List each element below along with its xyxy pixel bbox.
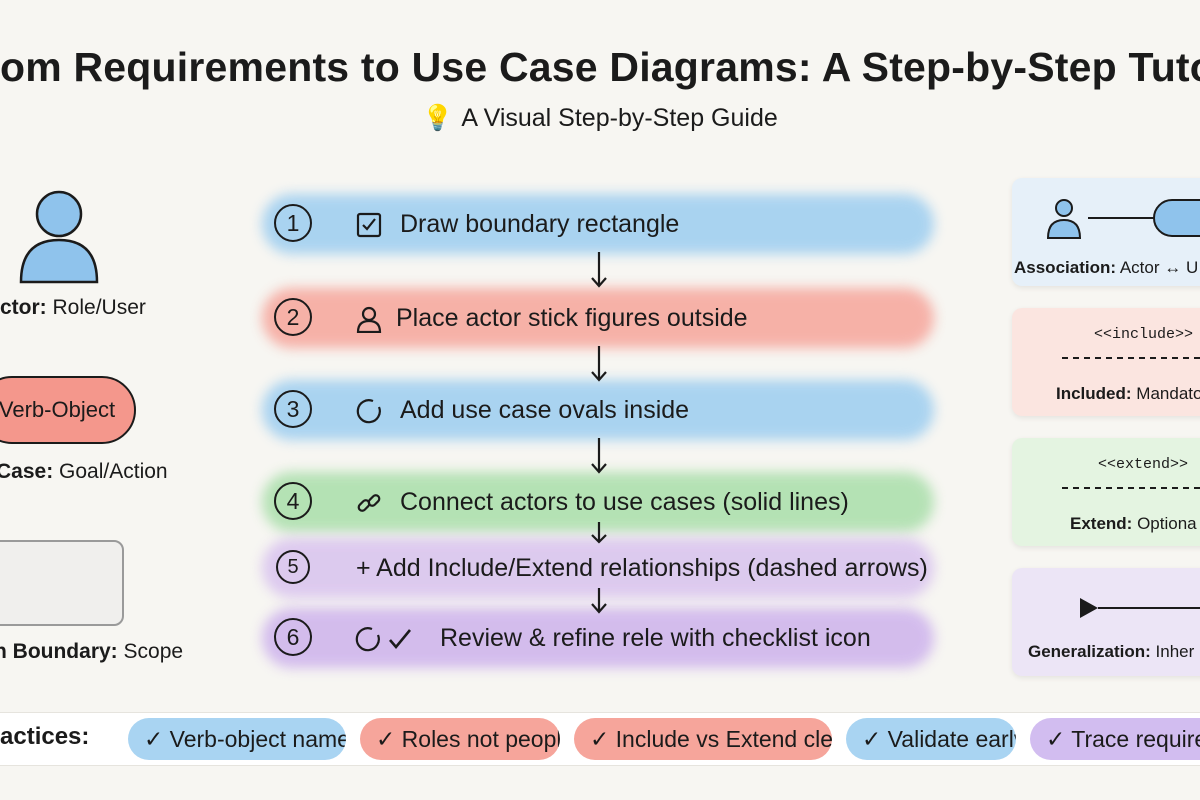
subtitle-text: A Visual Step-by-Step Guide	[461, 104, 778, 132]
legend-actor-label: ctor:	[0, 296, 47, 319]
generalization-label-term: Generalization:	[1028, 642, 1151, 661]
dashed-arrow-icon	[1062, 357, 1200, 359]
step-3: 3 Add use case ovals inside	[262, 380, 934, 440]
best-practice-pill: ✓ Validate early	[846, 718, 1016, 760]
step-1: 1 Draw boundary rectangle	[262, 194, 934, 254]
association-diagram	[1046, 199, 1200, 239]
link-icon	[354, 488, 384, 518]
include-label-term: Included:	[1056, 384, 1132, 403]
step-5-number: 5	[276, 550, 310, 584]
legend-use-case-label: Case:	[0, 460, 54, 483]
best-practice-pill: ✓ Verb-object names	[128, 718, 346, 760]
page-subtitle: 💡A Visual Step-by-Step Guide	[0, 104, 1200, 133]
step-5: 5 + Add Include/Extend relationships (da…	[262, 538, 934, 598]
step-4-text: Connect actors to use cases (solid lines…	[400, 487, 849, 516]
extend-label: Extend: Optiona	[1070, 514, 1200, 534]
step-2-text: Place actor stick figures outside	[396, 303, 748, 332]
legend-actor-caption: ctor: Role/User	[0, 296, 146, 320]
include-stereotype: <<include>>	[1094, 326, 1194, 343]
step-4-number: 4	[274, 482, 312, 520]
step-1-highlight	[262, 194, 934, 254]
generalization-label: Generalization: Inher	[1028, 642, 1200, 662]
arrow-down-icon	[591, 252, 607, 288]
extend-stereotype: <<extend>>	[1098, 456, 1189, 473]
page-title: om Requirements to Use Case Diagrams: A …	[0, 44, 1200, 90]
step-3-highlight	[262, 380, 934, 440]
step-6-highlight	[262, 608, 934, 668]
step-4: 4 Connect actors to use cases (solid lin…	[262, 472, 934, 532]
generalization-card: Generalization: Inher	[1012, 568, 1200, 676]
legend-use-case-caption: Case: Goal/Action	[0, 460, 168, 484]
legend-actor-desc: Role/User	[52, 296, 146, 319]
best-practice-pill: ✓ Include vs Extend clear	[574, 718, 832, 760]
legend-boundary-caption: n Boundary: Scope	[0, 640, 183, 664]
legend-boundary-rect	[0, 540, 124, 626]
association-label-desc: Actor ↔ U	[1119, 258, 1199, 277]
legend-use-case-text: Verb-Object	[0, 397, 116, 422]
best-practices-label: t Practices:	[0, 723, 90, 750]
step-6: 6 Review & refine rele with checklist ic…	[262, 608, 934, 668]
dashed-arrow-icon	[1062, 487, 1200, 489]
circle-icon	[354, 396, 384, 426]
best-practices-bar: t Practices: ✓ Verb-object names ✓ Roles…	[0, 712, 1200, 766]
include-card: <<include>> Included: Mandato	[1012, 308, 1200, 416]
legend-use-case-oval: Verb-Object	[0, 376, 136, 444]
legend-boundary-label: n Boundary:	[0, 640, 118, 663]
extend-label-desc: Optiona	[1137, 514, 1197, 533]
association-card: Association: Actor ↔ U	[1012, 178, 1200, 286]
arrow-down-icon	[591, 438, 607, 474]
extend-card: <<extend>> Extend: Optiona	[1012, 438, 1200, 546]
checkbox-icon	[354, 210, 384, 240]
step-6-text: Review & refine rele with checklist icon	[440, 623, 871, 652]
association-label-term: Association:	[1014, 258, 1117, 277]
generalization-arrow-icon	[1080, 598, 1200, 618]
actor-person-icon	[19, 190, 99, 284]
include-label: Included: Mandato	[1056, 384, 1200, 404]
person-icon	[354, 304, 384, 334]
legend-use-case-desc: Goal/Action	[59, 460, 168, 483]
step-2-number: 2	[274, 298, 312, 336]
legend-boundary-desc: Scope	[123, 640, 184, 663]
arrow-down-icon	[591, 346, 607, 382]
best-practice-pill: ✓ Trace requirem	[1030, 718, 1200, 760]
generalization-label-desc: Inher	[1155, 642, 1195, 661]
association-label: Association: Actor ↔ U	[1014, 258, 1200, 278]
step-3-number: 3	[274, 390, 312, 428]
lightbulb-icon: 💡	[422, 104, 454, 132]
step-5-text: + Add Include/Extend relationships (dash…	[356, 553, 928, 582]
step-1-text: Draw boundary rectangle	[400, 209, 680, 238]
step-2: 2 Place actor stick figures outside	[262, 288, 934, 348]
step-6-number: 6	[274, 618, 312, 656]
step-1-number: 1	[274, 204, 312, 242]
arrow-down-icon	[591, 522, 607, 544]
extend-label-term: Extend:	[1070, 514, 1133, 533]
arrow-down-icon	[591, 588, 607, 614]
step-3-text: Add use case ovals inside	[400, 395, 690, 424]
best-practice-pill: ✓ Roles not people	[360, 718, 560, 760]
include-label-desc: Mandato	[1136, 384, 1200, 403]
refresh-check-icon	[354, 624, 414, 654]
